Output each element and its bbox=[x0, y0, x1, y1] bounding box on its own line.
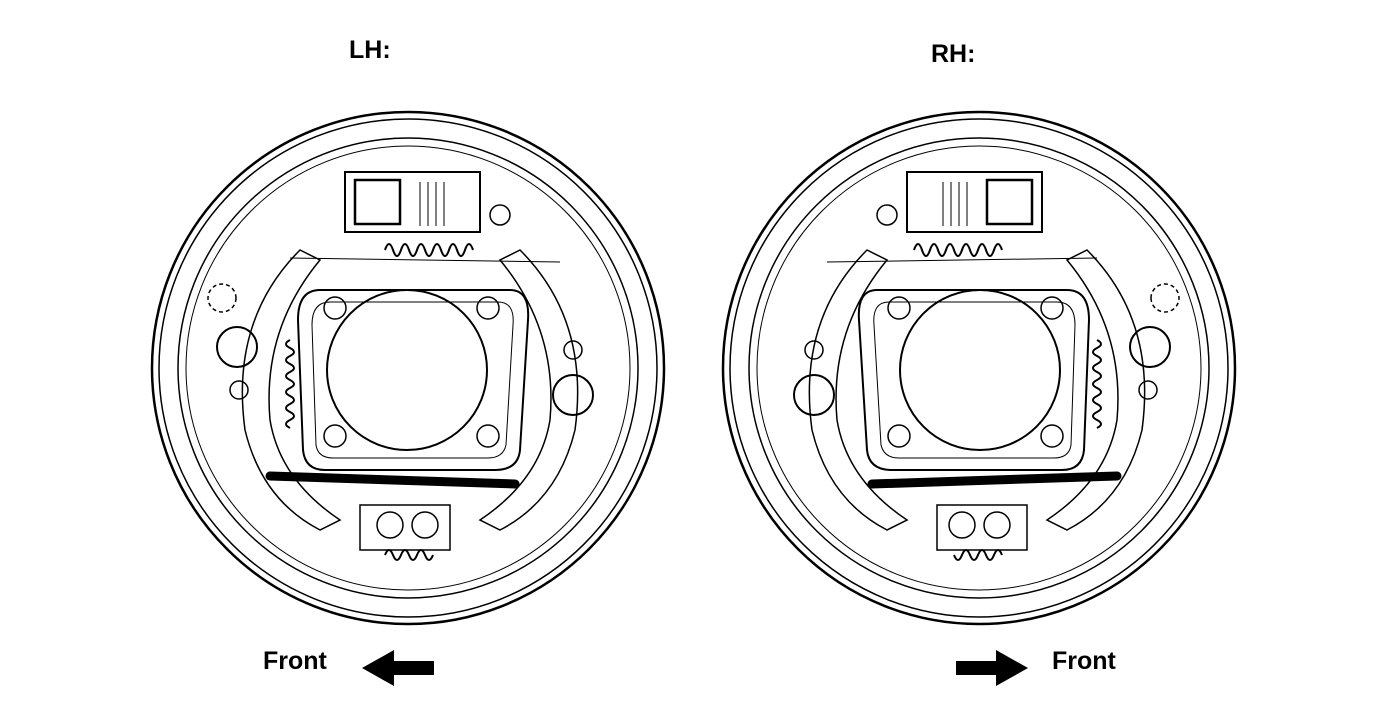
rh-wheel-cylinder bbox=[906, 171, 1043, 233]
rh-anchor-plate bbox=[936, 504, 1028, 551]
lh-hold-down-pin bbox=[216, 326, 258, 368]
rh-front-label: Front bbox=[1052, 647, 1116, 675]
lh-title: LH: bbox=[349, 36, 391, 64]
rh-upper-return-spring bbox=[913, 243, 1003, 257]
lh-trailing-shoe bbox=[478, 249, 579, 531]
lh-lower-spring bbox=[384, 549, 434, 561]
rh-trailing-shoe bbox=[808, 249, 909, 531]
rh-title: RH: bbox=[931, 40, 976, 68]
rh-side-spring bbox=[1092, 339, 1102, 429]
lh-axle-hole bbox=[326, 289, 488, 451]
rh-backing-plate-outer bbox=[721, 110, 1237, 626]
rh-leading-shoe bbox=[1045, 249, 1146, 531]
lh-upper-return-spring bbox=[384, 243, 474, 257]
lh-drum-brake-diagram bbox=[150, 110, 666, 626]
lh-backing-plate-outer bbox=[150, 110, 666, 626]
lh-front-label: Front bbox=[263, 647, 327, 675]
rh-drum-brake-diagram bbox=[721, 110, 1237, 626]
lh-anchor-plate bbox=[359, 504, 451, 551]
lh-leading-shoe bbox=[241, 249, 342, 531]
rh-hold-down-pin bbox=[1129, 326, 1171, 368]
rh-lower-spring bbox=[953, 549, 1003, 561]
rh-hub-plate bbox=[857, 289, 1091, 471]
lh-front-arrow-icon bbox=[362, 650, 434, 686]
rh-backing-plate-rim bbox=[729, 118, 1229, 618]
rh-parking-brake-strut bbox=[867, 471, 1122, 489]
lh-hub-plate bbox=[296, 289, 530, 471]
lh-wheel-cylinder bbox=[344, 171, 481, 233]
rh-axle-hole bbox=[899, 289, 1061, 451]
lh-backing-plate-rim bbox=[158, 118, 658, 618]
lh-parking-brake-strut bbox=[265, 471, 520, 489]
rh-front-arrow-icon bbox=[956, 650, 1028, 686]
lh-side-spring bbox=[285, 339, 295, 429]
